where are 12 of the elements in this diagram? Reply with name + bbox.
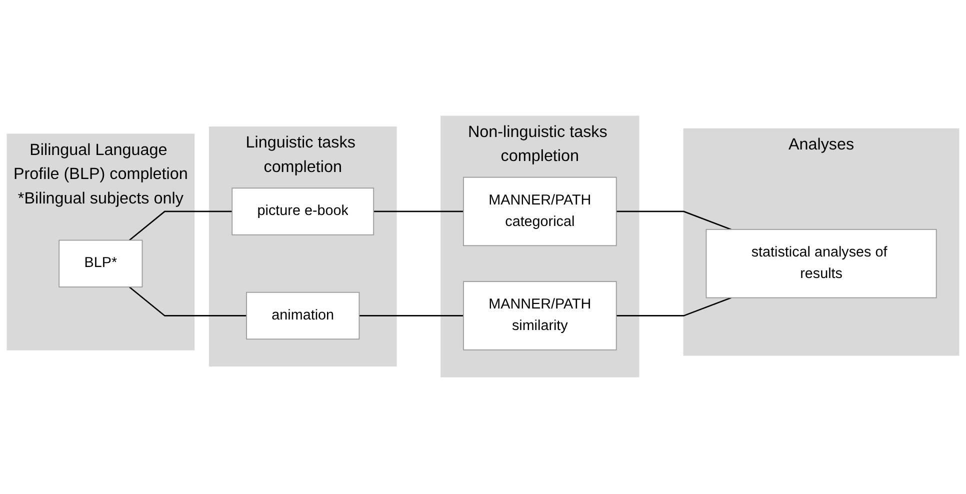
connector <box>128 286 246 317</box>
connector <box>359 316 464 317</box>
node-box: animation <box>246 292 360 340</box>
node-box: MANNER/PATH categorical <box>463 177 617 247</box>
connector <box>128 211 232 242</box>
node-box: BLP* <box>58 240 143 288</box>
connector <box>374 211 464 213</box>
connector <box>616 211 732 231</box>
node-box: picture e-book <box>232 188 374 236</box>
connector <box>616 298 732 317</box>
node-box: MANNER/PATH similarity <box>463 282 617 351</box>
node-box: statistical analyses of results <box>706 229 937 299</box>
